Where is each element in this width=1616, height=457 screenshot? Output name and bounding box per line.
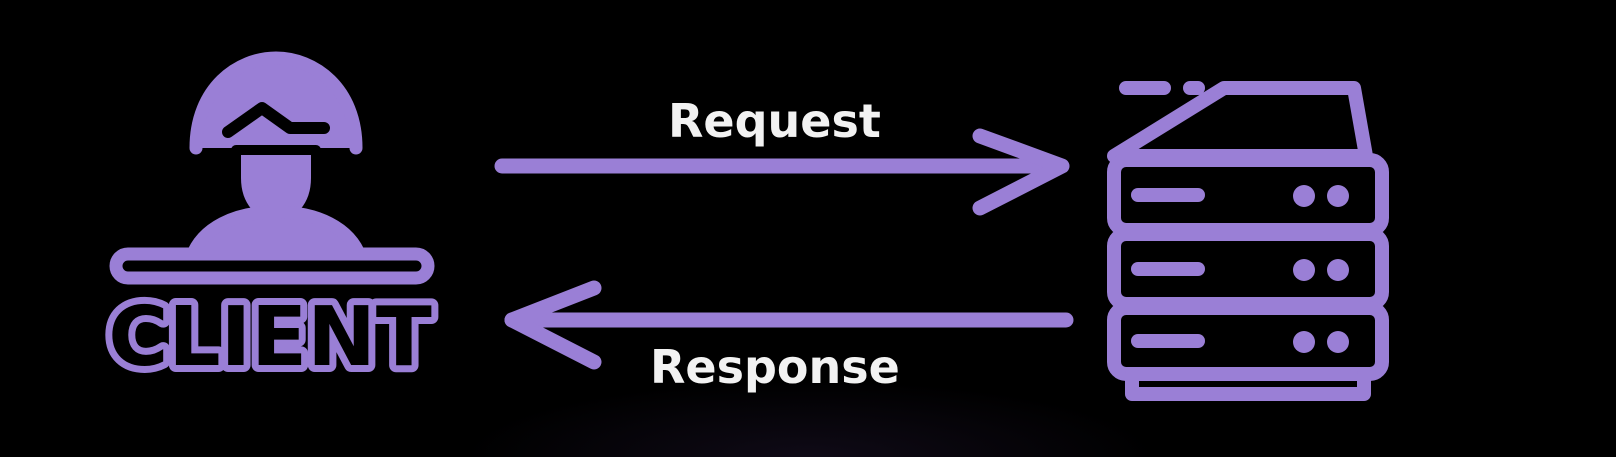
led-icon xyxy=(1293,185,1315,207)
led-icon xyxy=(1327,331,1349,353)
client-badge: CLIENT xyxy=(108,290,432,385)
request-arrow xyxy=(494,128,1070,216)
server-unit-3 xyxy=(1107,301,1389,381)
client-user-icon xyxy=(109,51,435,285)
server-leds xyxy=(1293,185,1349,353)
led-icon xyxy=(1293,331,1315,353)
led-icon xyxy=(1327,259,1349,281)
counter-bar xyxy=(109,247,435,285)
response-arrow xyxy=(504,280,1074,370)
server-top-cap xyxy=(1107,81,1373,163)
led-icon xyxy=(1293,259,1315,281)
helmet-shape xyxy=(189,51,363,155)
bottom-glow xyxy=(460,380,1160,457)
visor-shape xyxy=(222,102,330,138)
server-base xyxy=(1125,367,1371,401)
led-icon xyxy=(1327,185,1349,207)
request-label: Request xyxy=(668,94,881,148)
response-label: Response xyxy=(650,340,900,394)
server-rack-icon xyxy=(1107,81,1389,401)
